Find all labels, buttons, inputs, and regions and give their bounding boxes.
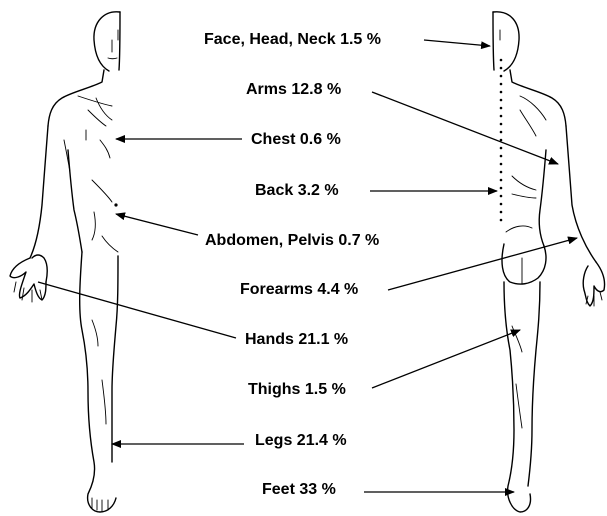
label-back: Back 3.2 %	[255, 182, 339, 200]
arrow-abdomen-pelvis	[116, 214, 198, 235]
pointer-arrows	[38, 40, 577, 492]
label-forearms: Forearms 4.4 %	[240, 281, 358, 299]
back-figure-icon	[493, 12, 605, 512]
label-face-head-neck: Face, Head, Neck 1.5 %	[204, 31, 381, 49]
spine-dots	[500, 59, 503, 222]
label-chest: Chest 0.6 %	[251, 131, 341, 149]
label-thighs: Thighs 1.5 %	[248, 381, 346, 399]
label-feet: Feet 33 %	[262, 481, 336, 499]
arrow-arms	[372, 92, 558, 164]
label-legs: Legs 21.4 %	[255, 432, 347, 450]
arrow-forearms	[388, 238, 577, 290]
arrow-thighs	[372, 330, 520, 388]
arrow-face-head-neck	[424, 40, 490, 46]
arrow-hands	[38, 282, 236, 338]
front-figure-icon	[10, 12, 120, 512]
label-abdomen-pelvis: Abdomen, Pelvis 0.7 %	[205, 232, 379, 250]
label-hands: Hands 21.1 %	[245, 331, 348, 349]
label-arms: Arms 12.8 %	[246, 81, 341, 99]
